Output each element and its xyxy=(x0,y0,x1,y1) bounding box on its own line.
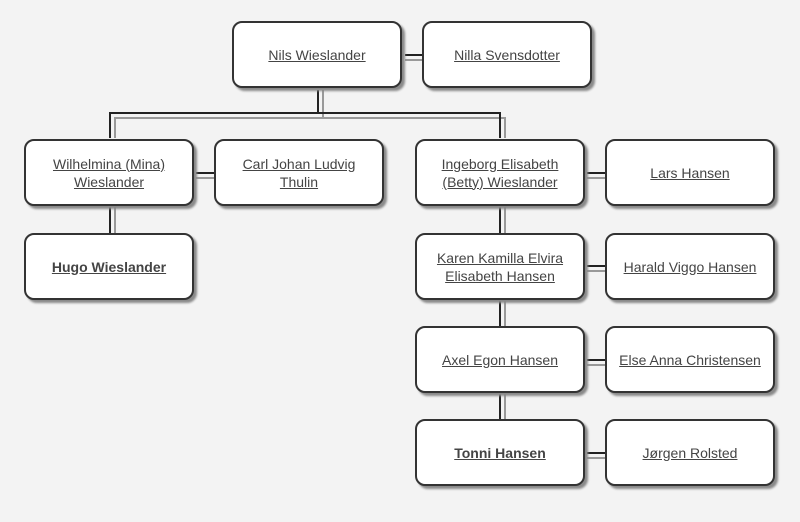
connector xyxy=(499,207,501,233)
person-link[interactable]: Jørgen Rolsted xyxy=(642,444,738,461)
connector xyxy=(405,59,423,61)
person-box-jorgen[interactable]: Jørgen Rolsted xyxy=(605,419,775,486)
person-box-nilla[interactable]: Nilla Svensdotter xyxy=(422,21,592,88)
person-link[interactable]: Axel Egon Hansen xyxy=(442,351,558,368)
connector xyxy=(114,117,506,119)
person-box-axel[interactable]: Axel Egon Hansen xyxy=(415,326,585,393)
person-box-else[interactable]: Else Anna Christensen xyxy=(605,326,775,393)
connector xyxy=(504,117,506,138)
person-box-nils[interactable]: Nils Wieslander xyxy=(232,21,402,88)
connector xyxy=(504,301,506,326)
connector xyxy=(499,112,501,138)
person-box-carl[interactable]: Carl Johan Ludvig Thulin xyxy=(214,139,384,206)
connector xyxy=(587,270,605,272)
connector xyxy=(504,207,506,233)
connector xyxy=(109,207,111,233)
person-link[interactable]: Karen Kamilla Elvira Elisabeth Hansen xyxy=(436,249,564,284)
person-link[interactable]: Hugo Wieslander xyxy=(51,258,167,275)
person-link[interactable]: Nils Wieslander xyxy=(268,46,366,63)
person-link[interactable]: Else Anna Christensen xyxy=(619,351,761,368)
connector xyxy=(405,54,423,56)
person-link[interactable]: Harald Viggo Hansen xyxy=(623,258,757,275)
connector xyxy=(114,207,116,233)
person-box-wilhelmina[interactable]: Wilhelmina (Mina) Wieslander xyxy=(24,139,194,206)
person-link[interactable]: Nilla Svensdotter xyxy=(454,46,560,63)
connector xyxy=(587,359,605,361)
connector xyxy=(499,301,501,326)
connector xyxy=(322,90,324,119)
connector xyxy=(109,112,111,138)
person-link[interactable]: Ingeborg Elisabeth (Betty) Wieslander xyxy=(441,155,559,190)
person-box-tonni[interactable]: Tonni Hansen xyxy=(415,419,585,486)
person-box-hugo[interactable]: Hugo Wieslander xyxy=(24,233,194,300)
connector xyxy=(587,452,605,454)
person-box-lars[interactable]: Lars Hansen xyxy=(605,139,775,206)
person-box-harald[interactable]: Harald Viggo Hansen xyxy=(605,233,775,300)
person-link[interactable]: Carl Johan Ludvig Thulin xyxy=(242,155,356,190)
person-link[interactable]: Tonni Hansen xyxy=(454,444,546,461)
connector xyxy=(587,177,605,179)
person-link[interactable]: Wilhelmina (Mina) Wieslander xyxy=(52,155,166,190)
connector xyxy=(499,394,501,419)
connector xyxy=(587,364,605,366)
connector xyxy=(587,172,605,174)
connector xyxy=(196,172,214,174)
person-link[interactable]: Lars Hansen xyxy=(650,164,730,181)
connector xyxy=(587,457,605,459)
connector xyxy=(587,265,605,267)
connector xyxy=(196,177,214,179)
connector xyxy=(317,90,319,114)
connector xyxy=(504,394,506,419)
connector xyxy=(109,112,501,114)
person-box-ingeborg[interactable]: Ingeborg Elisabeth (Betty) Wieslander xyxy=(415,139,585,206)
person-box-karen[interactable]: Karen Kamilla Elvira Elisabeth Hansen xyxy=(415,233,585,300)
connector xyxy=(114,117,116,138)
